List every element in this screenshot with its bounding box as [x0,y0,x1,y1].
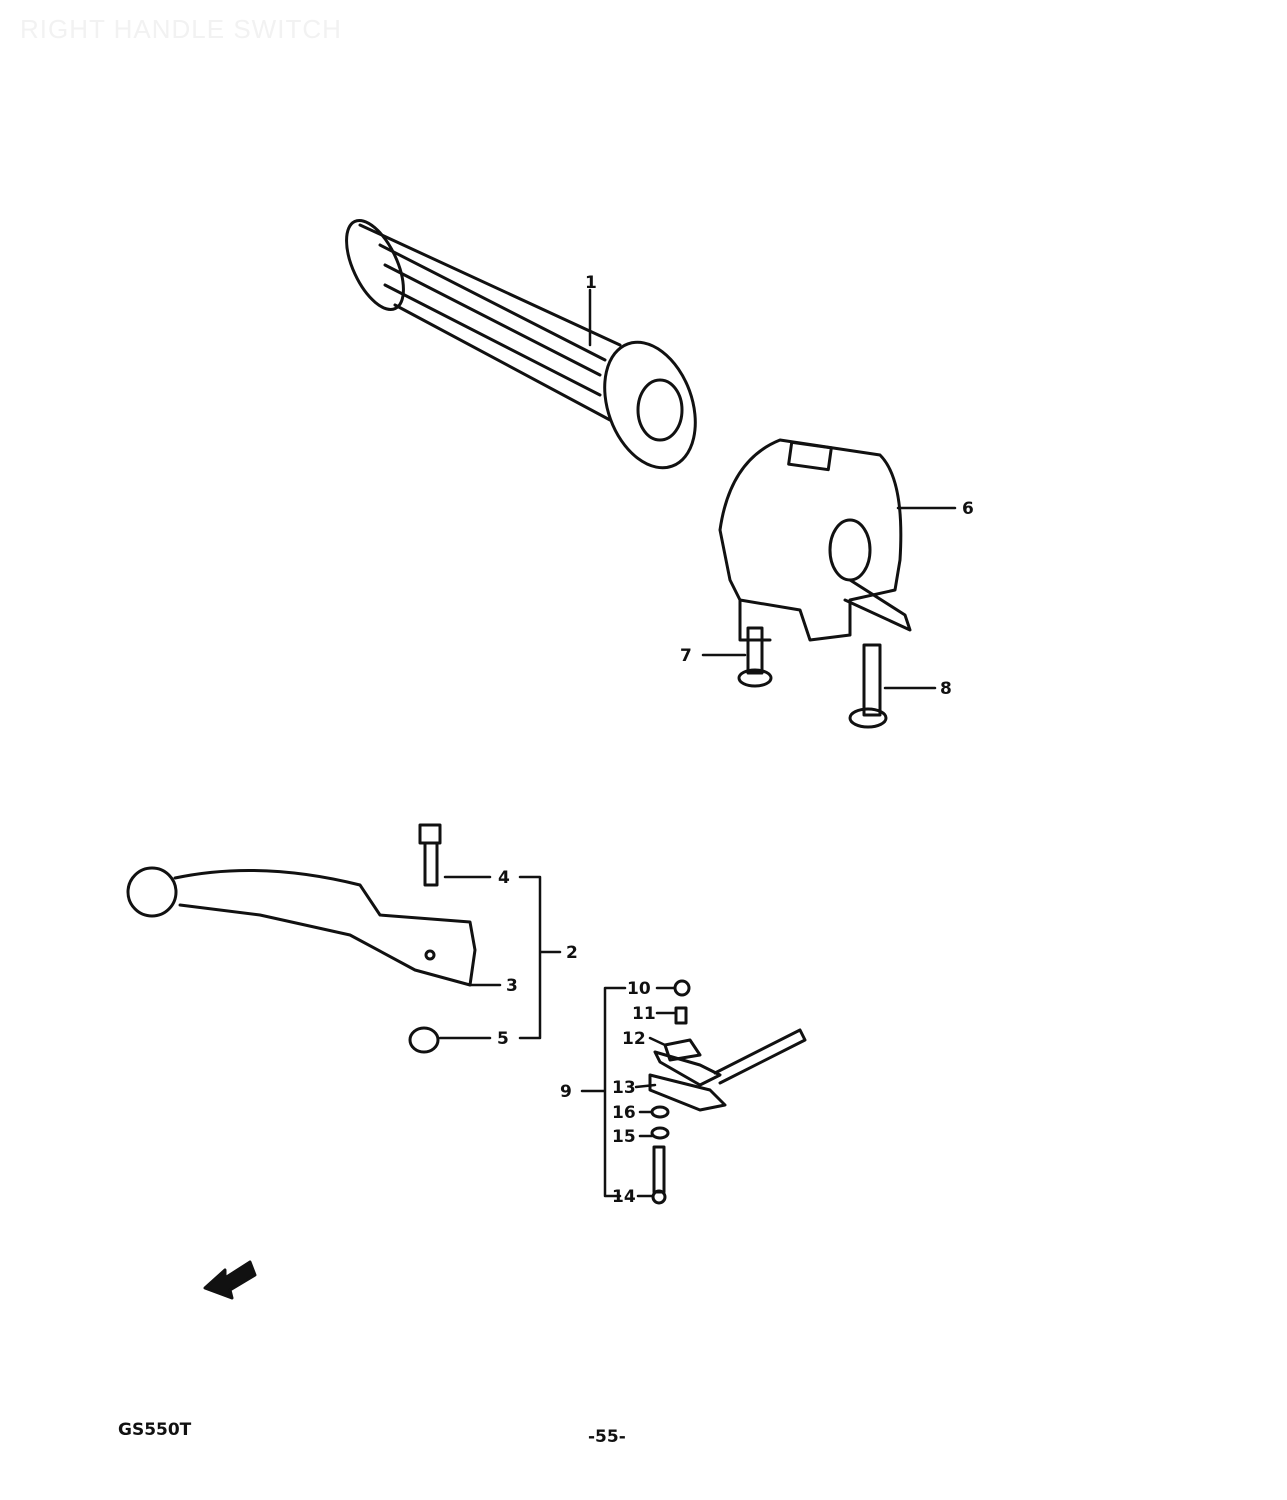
callout-12: 12 [622,1029,646,1049]
model-code: GS550T [118,1420,192,1440]
callout-14: 14 [612,1187,636,1207]
callout-5: 5 [497,1029,509,1049]
nut-5 [408,1026,440,1054]
throttle-grip [345,219,697,470]
callout-4: 4 [498,868,510,888]
diagram-title: RIGHT HANDLE SWITCH [20,14,342,44]
callout-13: 13 [612,1078,636,1098]
brake-lever [126,866,477,987]
callout-7: 7 [680,646,692,666]
callout-11: 11 [632,1004,656,1024]
callout-9: 9 [560,1082,572,1102]
screw-7 [737,626,773,688]
leader-lines [438,288,957,1198]
callout-6: 6 [962,499,974,519]
screw-8 [848,643,888,729]
callout-16: 16 [612,1103,636,1123]
switch-housing [718,438,912,642]
page-number: -55- [588,1427,626,1447]
callout-2: 2 [566,943,578,963]
callout-15: 15 [612,1127,636,1147]
front-direction-arrow-icon [203,1260,257,1300]
callout-3: 3 [506,976,518,996]
callout-8: 8 [940,679,952,699]
callout-1: 1 [585,273,597,293]
switch-parts-assembly [648,979,807,1205]
pivot-bolt-4 [418,823,442,887]
callout-10: 10 [627,979,651,999]
